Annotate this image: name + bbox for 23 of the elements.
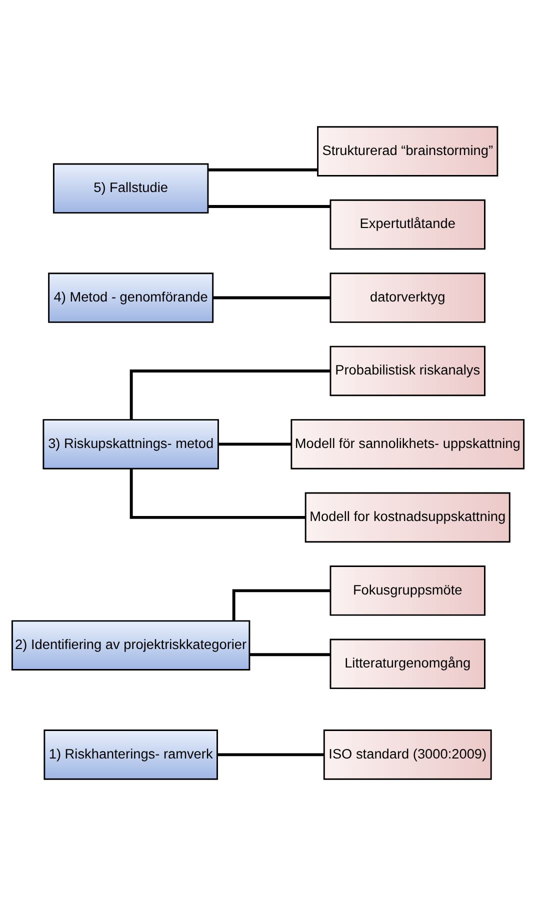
node-box: 5) Fallstudie <box>52 163 209 214</box>
node-box: 4) Metod - genomförande <box>48 272 214 323</box>
node-box: Expertutlåtande <box>330 199 486 250</box>
node-box: 2) Identifiering av projektriskkategorier <box>11 620 250 670</box>
connector <box>232 589 330 621</box>
node-box: datorverktyg <box>330 272 486 323</box>
node-box: Fokusgruppsmöte <box>330 566 486 616</box>
node-box: Litteraturgenomgång <box>330 638 486 690</box>
node-box: ISO standard (3000:2009) <box>323 730 492 780</box>
node-box: 3) Riskupskattnings- metod <box>42 419 219 470</box>
node-box: Probabilistisk riskanalys <box>330 346 486 396</box>
connector <box>208 168 318 172</box>
connector <box>217 753 324 756</box>
node-box: Modell for kostnadsuppskattning <box>304 492 510 543</box>
connector <box>218 442 292 446</box>
connector <box>130 370 330 420</box>
connector <box>208 205 330 208</box>
node-box: 1) Riskhanterings- ramverk <box>44 730 218 780</box>
node-box: Modell för sannolikhets- uppskattning <box>290 419 525 470</box>
node-box: Strukturerad “brainstorming” <box>317 126 498 176</box>
connector <box>213 296 330 300</box>
connector <box>130 469 306 519</box>
connector <box>250 653 330 656</box>
